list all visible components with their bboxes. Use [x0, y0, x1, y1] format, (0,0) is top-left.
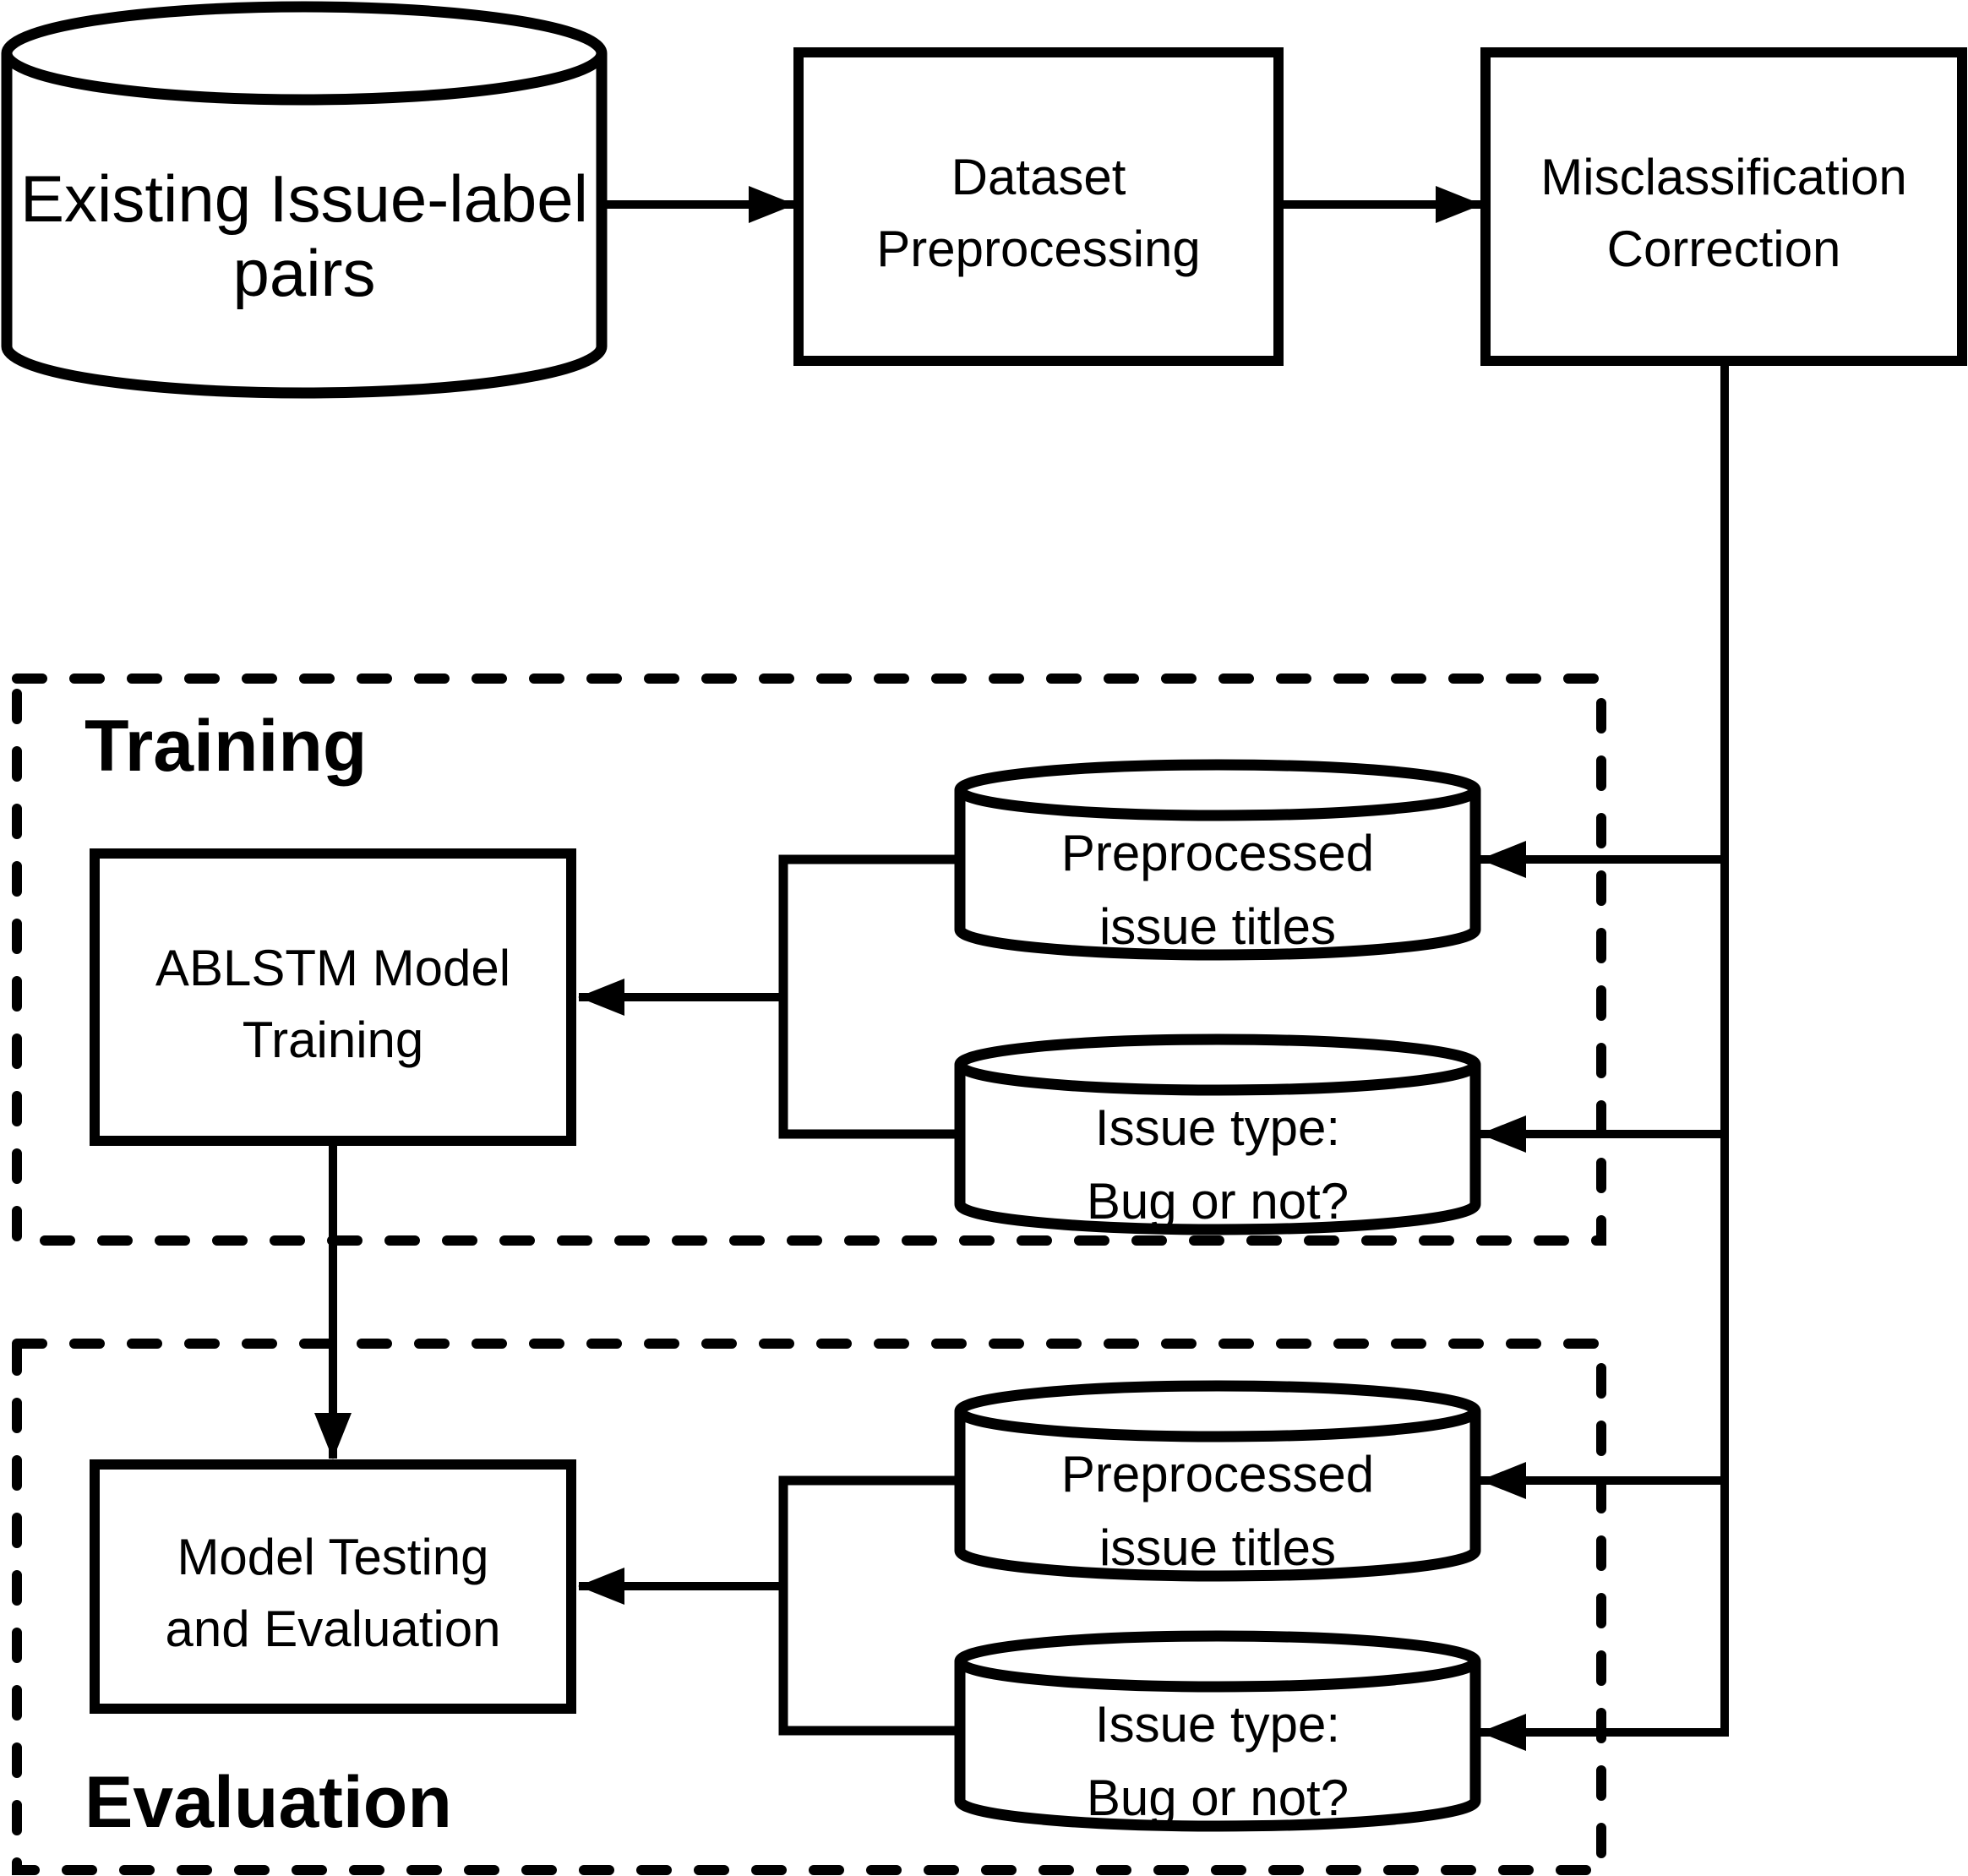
db-cylinder-body [954, 790, 1481, 961]
model-testing-box: Model Testing and Evaluation [90, 1459, 576, 1714]
source-db-label-line1: Existing Issue-label [20, 161, 588, 236]
training-section-label: Training [84, 706, 367, 787]
db-cylinder-body [954, 1661, 1481, 1832]
db-cylinder-top [954, 1033, 1481, 1096]
eval-titles-db-line2: issue titles [1099, 1519, 1336, 1576]
connectors [314, 186, 1729, 1751]
db-cylinder-top [954, 759, 1481, 821]
db-cylinder-body [954, 1065, 1481, 1235]
db-cylinder-body [954, 1411, 1481, 1582]
misclassification-correction-box: Misclassification Correction [1480, 47, 1967, 366]
db-cylinder-top [954, 1630, 1481, 1693]
arrow-correction-to-eval-type-db [1480, 361, 1729, 1751]
dataset-preprocessing-box: Dataset Preprocessing [793, 47, 1284, 366]
evaluation-section-frame [12, 1339, 1606, 1875]
training-type-db-line2: Bug or not? [1087, 1173, 1349, 1230]
db-cylinder-body [1, 53, 608, 399]
db-cylinder-top [1, 1, 608, 106]
issue-type-db-training: Issue type: Bug or not? [954, 1033, 1481, 1235]
testing-label-line2: and Evaluation [166, 1601, 501, 1657]
ablstm-label-line1: ABLSTM Model [155, 940, 510, 996]
ablstm-model-box: ABLSTM Model Training [90, 848, 576, 1146]
db-cylinder-top [954, 1380, 1481, 1442]
training-titles-db-line1: Preprocessed [1061, 825, 1374, 881]
issue-type-db-evaluation: Issue type: Bug or not? [954, 1630, 1481, 1832]
testing-label-line1: Model Testing [177, 1529, 488, 1585]
eval-type-db-line2: Bug or not? [1087, 1770, 1349, 1826]
training-section-frame [12, 674, 1606, 1246]
ablstm-label-line2: Training [243, 1012, 424, 1068]
existing-issue-pairs-db: Existing Issue-label pairs [1, 1, 608, 399]
evaluation-section-label: Evaluation [84, 1762, 452, 1843]
preprocessing-label-line1: Dataset [951, 149, 1126, 205]
training-type-db-line1: Issue type: [1095, 1099, 1340, 1156]
preprocessed-titles-db-training: Preprocessed issue titles [954, 759, 1481, 961]
evaluation-dbs-bracket [778, 1475, 960, 1736]
correction-label-line1: Misclassification [1540, 149, 1906, 205]
training-titles-db-line2: issue titles [1099, 898, 1336, 955]
eval-titles-db-line1: Preprocessed [1061, 1446, 1374, 1502]
eval-type-db-line1: Issue type: [1095, 1696, 1340, 1753]
training-dbs-bracket [778, 854, 960, 1139]
preprocessed-titles-db-evaluation: Preprocessed issue titles [954, 1380, 1481, 1582]
preprocessing-label-line2: Preprocessing [876, 221, 1201, 277]
correction-label-line2: Correction [1607, 221, 1841, 277]
source-db-label-line2: pairs [232, 236, 375, 310]
